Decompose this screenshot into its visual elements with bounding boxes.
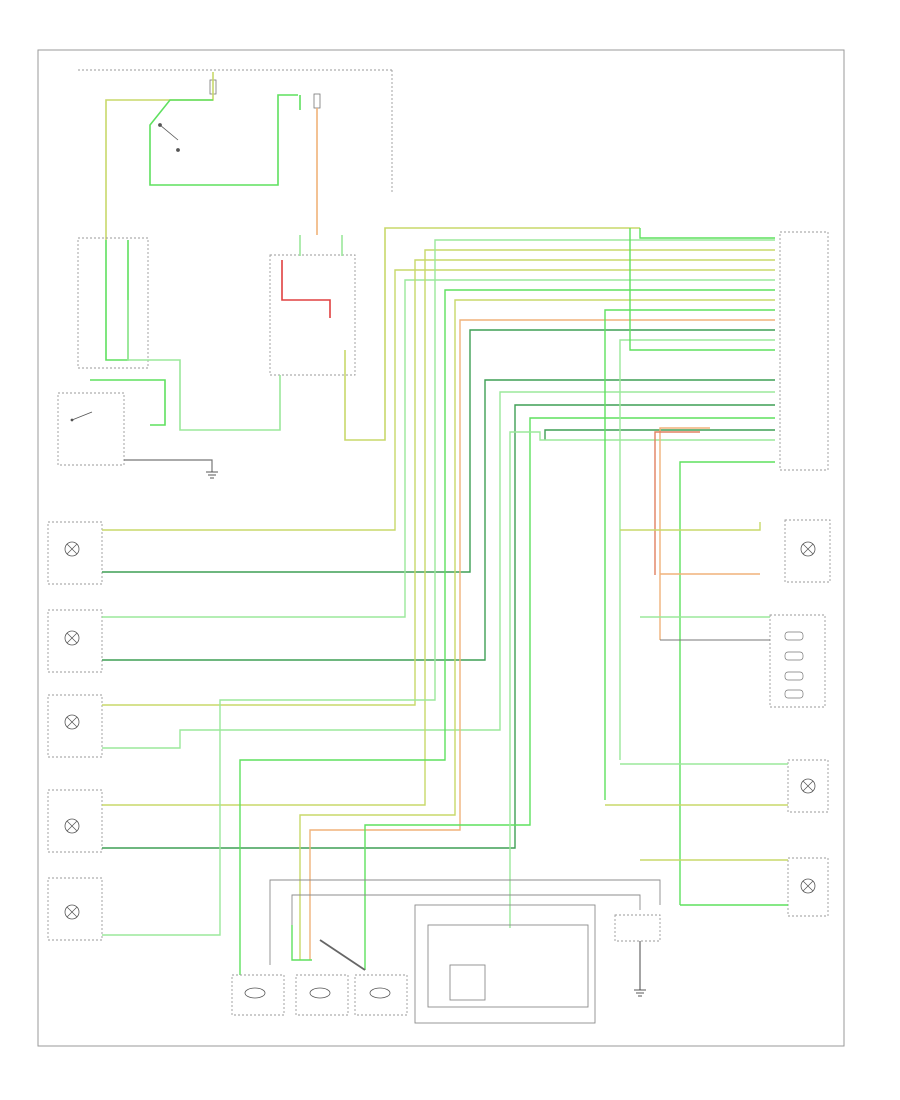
radio-illum-box — [231, 974, 285, 1016]
heater-illum-box — [295, 974, 349, 1016]
rear-window-defogger-box — [787, 759, 829, 813]
left-lamps — [47, 521, 103, 941]
ground-1-symbol — [206, 471, 218, 479]
light-switch-section — [57, 392, 218, 479]
radio-unit-box — [414, 904, 596, 1024]
hot-at-all-times-section — [78, 69, 393, 192]
main-harness — [102, 228, 775, 975]
ashtray-box — [47, 877, 103, 941]
right-lamp-1-box — [784, 519, 831, 583]
right-lamps — [605, 519, 831, 917]
blower-switch-box — [47, 694, 103, 758]
headlight-switch-section — [77, 237, 356, 376]
ac-switch-box — [47, 521, 103, 585]
data-link-connector-box — [614, 914, 661, 942]
right-lamp-4-box — [787, 857, 829, 917]
climate-illum-box — [354, 974, 408, 1016]
fuse-2-symbol — [313, 93, 321, 109]
hazard-switch-box — [47, 609, 103, 673]
shift-lever-box — [769, 614, 826, 708]
ground-2-symbol — [634, 989, 646, 997]
defogger-box — [47, 789, 103, 853]
top-feed-wires — [105, 72, 318, 240]
diagram-border — [37, 49, 845, 1047]
headlight-wires — [90, 227, 640, 441]
tail-light-relay-switch — [158, 123, 180, 152]
right-connector-block — [779, 231, 829, 471]
bottom-section — [231, 879, 661, 1024]
